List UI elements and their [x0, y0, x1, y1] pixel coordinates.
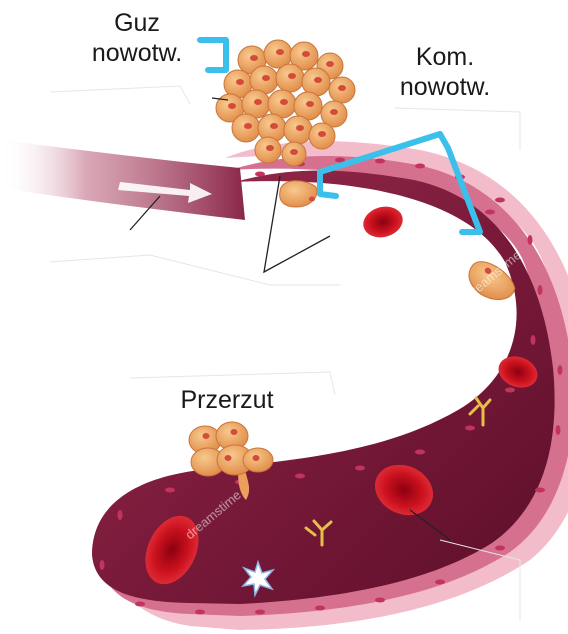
label-tumor-line2: nowotw.	[62, 38, 212, 68]
label-metastasis: Przerzut	[152, 385, 302, 415]
label-tumor: Guz nowotw.	[62, 8, 212, 68]
watermark-text: dreamstime	[327, 369, 389, 424]
vessel-inflow	[0, 140, 245, 220]
label-cancer-cells: Kom. nowotw.	[360, 42, 530, 102]
label-cells-line2: nowotw.	[360, 72, 530, 102]
label-cells-line1: Kom.	[360, 42, 530, 72]
red-blood-cell-icon	[360, 202, 406, 241]
label-tumor-line1: Guz	[62, 8, 212, 38]
cancer-cell-icon	[280, 181, 317, 207]
